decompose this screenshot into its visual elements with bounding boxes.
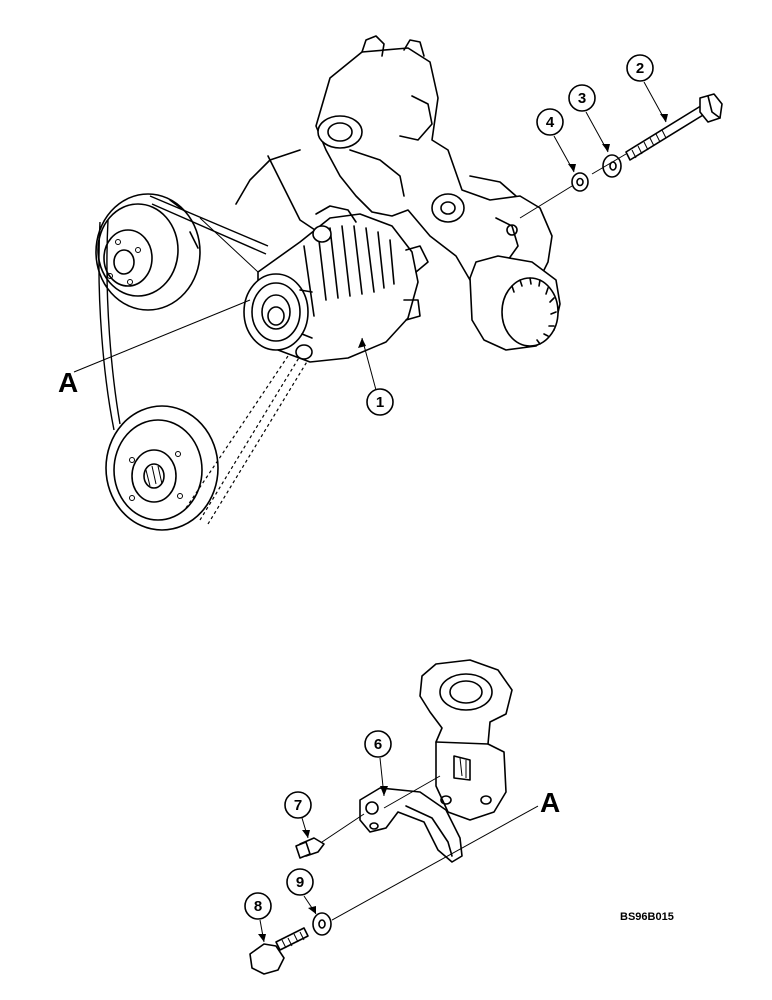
callout-3: 3 <box>568 84 610 153</box>
drive-belt <box>98 195 309 525</box>
reference-letter-upper: A <box>58 367 78 398</box>
crankshaft-pulley-lower <box>105 405 219 531</box>
figure-code: BS96B015 <box>620 911 674 923</box>
flat-washer-4 <box>571 172 589 192</box>
callout-6: 6 <box>364 730 392 797</box>
capscrew-8 <box>249 927 309 975</box>
alternator <box>243 205 429 363</box>
callout-label-6: 6 <box>374 736 382 753</box>
callout-4: 4 <box>536 108 576 173</box>
adjusting-strap-6 <box>359 787 463 863</box>
callout-label-9: 9 <box>296 874 304 891</box>
callout-8: 8 <box>244 892 272 943</box>
callout-label-8: 8 <box>254 898 262 915</box>
engine-front-cover <box>235 35 561 351</box>
mounting-bracket-housing <box>419 659 513 821</box>
through-bolt-2 <box>625 93 723 161</box>
callout-label-2: 2 <box>636 60 644 77</box>
callout-7: 7 <box>284 791 312 839</box>
callout-label-4: 4 <box>546 114 555 131</box>
callout-9: 9 <box>286 868 317 915</box>
reference-letter-lower: A <box>540 787 560 818</box>
callout-label-3: 3 <box>578 90 586 107</box>
callout-label-7: 7 <box>294 797 302 814</box>
callout-2: 2 <box>626 54 668 123</box>
flat-washer-9 <box>312 912 332 936</box>
crankshaft-pulley-upper <box>95 193 201 311</box>
callout-1: 1 <box>358 337 394 416</box>
capscrew-7 <box>295 837 325 859</box>
callout-label-1: 1 <box>376 394 384 411</box>
